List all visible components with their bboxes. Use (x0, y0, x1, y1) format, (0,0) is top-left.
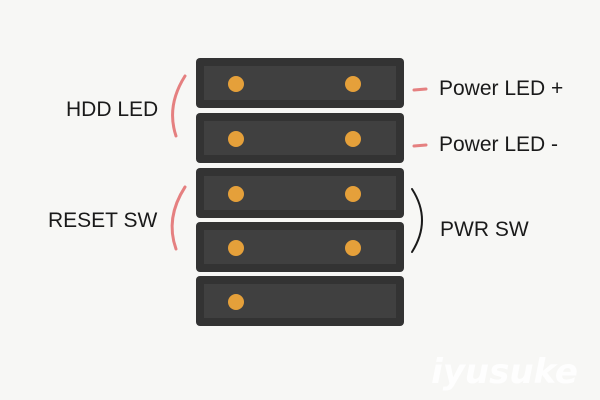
hdd-led-label: HDD LED (66, 98, 158, 121)
hdd-led-bracket (171, 74, 187, 138)
power-led-minus-label: Power LED - (439, 133, 558, 156)
reset-sw-bracket (170, 185, 187, 251)
pin-dot-right (345, 240, 361, 256)
pwr-sw-bracket (411, 188, 423, 253)
pin-row (196, 168, 404, 218)
pwr-sw-label: PWR SW (440, 218, 529, 241)
pin-dot-right (345, 76, 361, 92)
pin-row (196, 58, 404, 108)
pin-dot-right (345, 186, 361, 202)
pin-dot-left (228, 240, 244, 256)
pin-row (196, 222, 404, 272)
reset-sw-label: RESET SW (48, 209, 157, 232)
watermark-logo: iyusuke (431, 352, 578, 392)
pin-dot-left (228, 131, 244, 147)
power-led-minus-dash (412, 143, 428, 148)
pin-row (196, 113, 404, 163)
power-led-plus-dash (412, 87, 428, 92)
pin-dot-left (228, 294, 244, 310)
power-led-plus-label: Power LED + (439, 77, 563, 100)
pin-dot-left (228, 186, 244, 202)
pin-dot-right (345, 131, 361, 147)
pin-dot-left (228, 76, 244, 92)
pin-row (196, 276, 404, 326)
pin-rows (196, 58, 404, 326)
